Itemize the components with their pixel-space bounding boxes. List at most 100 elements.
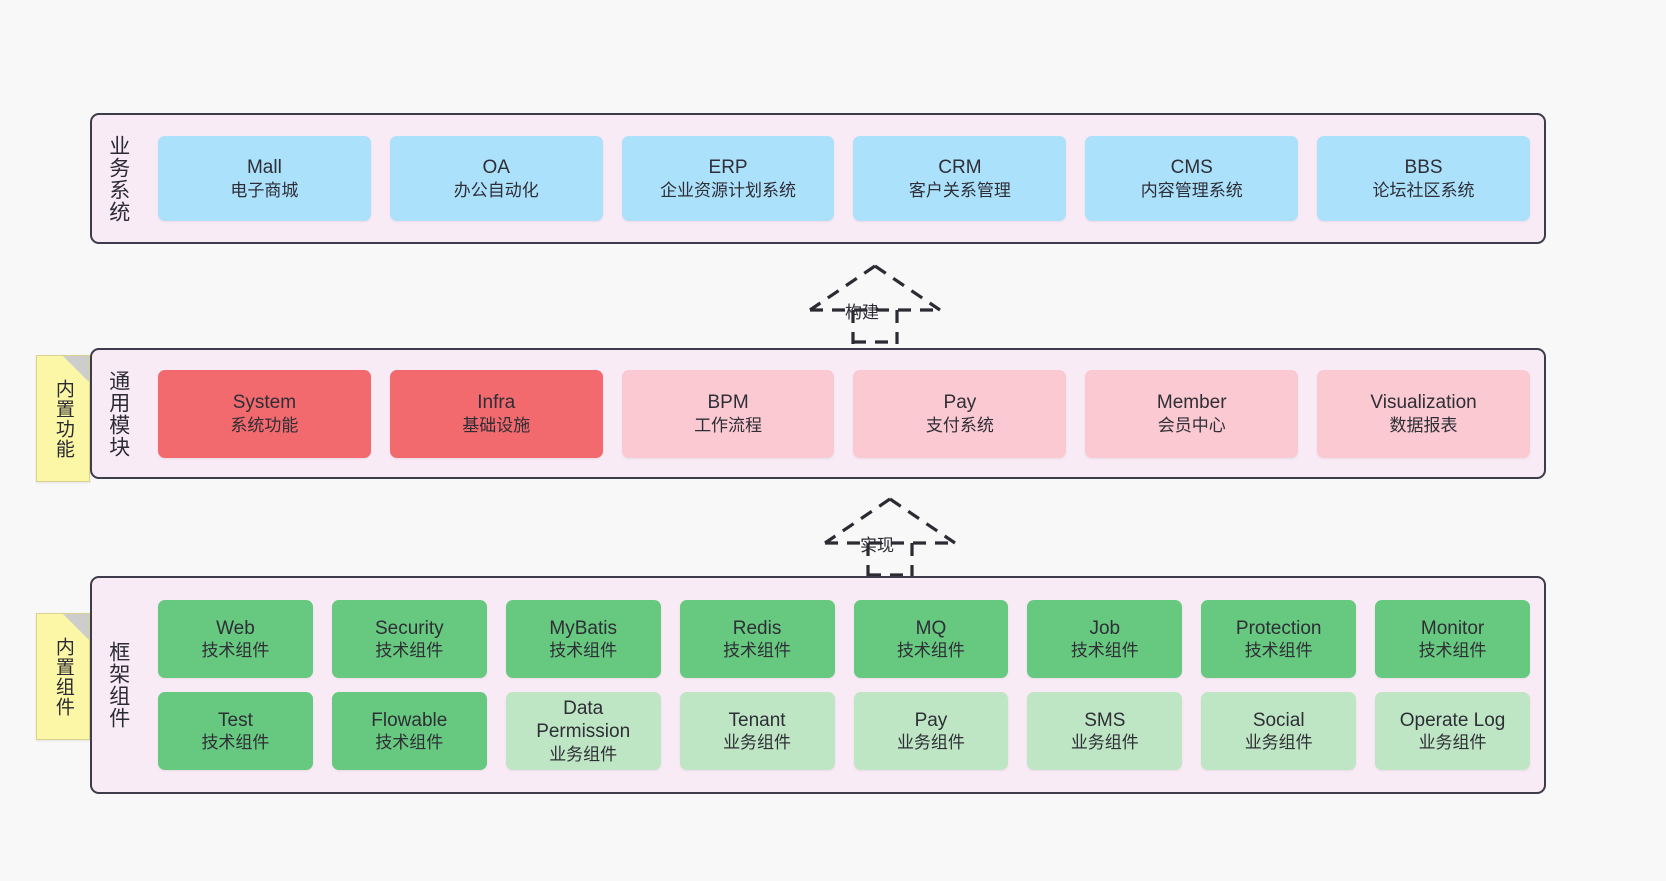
note-builtin-component: 内置组件 [36,613,90,740]
note-label: 内置功能 [52,378,74,459]
node-subtitle: 内容管理系统 [1140,180,1243,200]
node-row: Web 技术组件 Security 技术组件 MyBatis 技术组件 Redi… [158,600,1530,678]
node-system[interactable]: System 系统功能 [158,369,371,458]
node-subtitle: 技术组件 [723,641,792,661]
node-subtitle: 业务组件 [1070,733,1139,753]
node-title: Monitor [1420,617,1485,639]
node-infra[interactable]: Infra 基础设施 [389,369,603,458]
node-title: Operate Log [1399,709,1506,731]
node-crm[interactable]: CRM 客户关系管理 [853,136,1067,221]
node-title: CMS [1170,157,1213,179]
node-erp[interactable]: ERP 企业资源计划系统 [621,136,835,221]
node-subtitle: 数据报表 [1389,415,1458,435]
node-title: Pay [943,392,977,414]
node-title: Member [1156,392,1227,414]
node-cms[interactable]: CMS 内容管理系统 [1085,136,1299,221]
node-test[interactable]: Test 技术组件 [158,692,313,770]
node-data-permission[interactable]: Data Permission 业务组件 [505,692,661,770]
node-mq[interactable]: MQ 技术组件 [853,600,1009,678]
node-subtitle: 技术组件 [375,733,444,753]
node-title: OA [482,157,510,179]
layer-body-business-system: Mall 电子商城 OA 办公自动化 ERP 企业资源计划系统 CRM 客户关系… [144,115,1544,242]
node-monitor[interactable]: Monitor 技术组件 [1375,600,1530,678]
node-title: Redis [732,617,782,639]
node-subtitle: 技术组件 [1244,641,1313,661]
node-pay-business[interactable]: Pay 业务组件 [853,692,1009,770]
node-subtitle: 业务组件 [1418,733,1487,753]
node-flowable[interactable]: Flowable 技术组件 [331,692,487,770]
node-subtitle: 业务组件 [1244,733,1313,753]
node-title: Social [1252,709,1305,731]
node-security[interactable]: Security 技术组件 [331,600,487,678]
note-builtin-function: 内置功能 [36,355,90,482]
node-job[interactable]: Job 技术组件 [1027,600,1183,678]
node-mybatis[interactable]: MyBatis 技术组件 [505,600,661,678]
node-subtitle: 客户关系管理 [908,180,1011,200]
node-social[interactable]: Social 业务组件 [1201,692,1357,770]
note-fold-corner [63,614,89,640]
node-sms[interactable]: SMS 业务组件 [1027,692,1183,770]
node-title: Pay [914,709,948,731]
node-subtitle: 业务组件 [723,733,792,753]
node-title: BBS [1404,157,1443,179]
node-title: Data Permission [536,697,631,743]
node-subtitle: 技术组件 [201,733,270,753]
node-title: Visualization [1370,392,1477,414]
layer-label-framework-component: 框架组件 [106,641,130,729]
node-subtitle: 技术组件 [549,641,618,661]
node-subtitle: 会员中心 [1157,415,1226,435]
node-subtitle: 业务组件 [549,745,618,765]
node-title: MQ [915,617,947,639]
node-title: BPM [707,392,749,414]
node-mall[interactable]: Mall 电子商城 [158,136,371,221]
connector-implement: 实现 [810,495,970,577]
node-bpm[interactable]: BPM 工作流程 [621,369,835,458]
node-subtitle: 基础设施 [462,415,531,435]
node-subtitle: 系统功能 [230,415,299,435]
node-web[interactable]: Web 技术组件 [158,600,313,678]
node-subtitle: 业务组件 [896,733,965,753]
node-subtitle: 企业资源计划系统 [660,180,797,200]
node-subtitle: 技术组件 [1070,641,1139,661]
connector-label-build: 构建 [845,303,879,322]
layer-framework-component: 框架组件 Web 技术组件 Security 技术组件 MyBatis 技术组件… [90,576,1546,794]
node-subtitle: 技术组件 [201,641,270,661]
node-bbs[interactable]: BBS 论坛社区系统 [1317,136,1530,221]
node-tenant[interactable]: Tenant 业务组件 [679,692,835,770]
node-member[interactable]: Member 会员中心 [1085,369,1299,458]
node-title: Security [374,617,444,639]
note-label: 内置组件 [52,636,74,717]
layer-common-module: 通用模块 System 系统功能 Infra 基础设施 BPM 工作流程 Pay… [90,348,1546,479]
layer-body-framework-component: Web 技术组件 Security 技术组件 MyBatis 技术组件 Redi… [144,578,1544,792]
node-title: Test [218,709,253,731]
node-row: Test 技术组件 Flowable 技术组件 Data Permission … [158,692,1530,770]
node-subtitle: 技术组件 [375,641,444,661]
node-visualization[interactable]: Visualization 数据报表 [1317,369,1530,458]
node-title: Flowable [371,709,448,731]
layer-label-business-system: 业务系统 [106,134,130,223]
layer-business-system: 业务系统 Mall 电子商城 OA 办公自动化 ERP 企业资源计划系统 CRM… [90,113,1546,244]
node-title: Protection [1235,617,1322,639]
node-pay[interactable]: Pay 支付系统 [853,369,1067,458]
node-subtitle: 工作流程 [694,415,763,435]
node-redis[interactable]: Redis 技术组件 [679,600,835,678]
node-subtitle: 论坛社区系统 [1372,180,1475,200]
node-title: Tenant [728,709,786,731]
layer-body-common-module: System 系统功能 Infra 基础设施 BPM 工作流程 Pay 支付系统… [144,350,1544,477]
node-protection[interactable]: Protection 技术组件 [1201,600,1357,678]
connector-build: 构建 [795,262,955,344]
node-title: ERP [708,157,748,179]
layer-label-common-module: 通用模块 [106,369,130,458]
note-fold-corner [63,356,89,382]
node-row: Mall 电子商城 OA 办公自动化 ERP 企业资源计划系统 CRM 客户关系… [158,136,1530,221]
node-row: System 系统功能 Infra 基础设施 BPM 工作流程 Pay 支付系统… [158,369,1530,458]
node-subtitle: 电子商城 [230,180,299,200]
node-oa[interactable]: OA 办公自动化 [389,136,603,221]
node-title: System [232,392,297,414]
node-title: MyBatis [549,617,617,639]
node-title: Web [216,617,255,639]
node-title: CRM [938,157,982,179]
node-operate-log[interactable]: Operate Log 业务组件 [1375,692,1530,770]
node-title: Infra [477,392,516,414]
